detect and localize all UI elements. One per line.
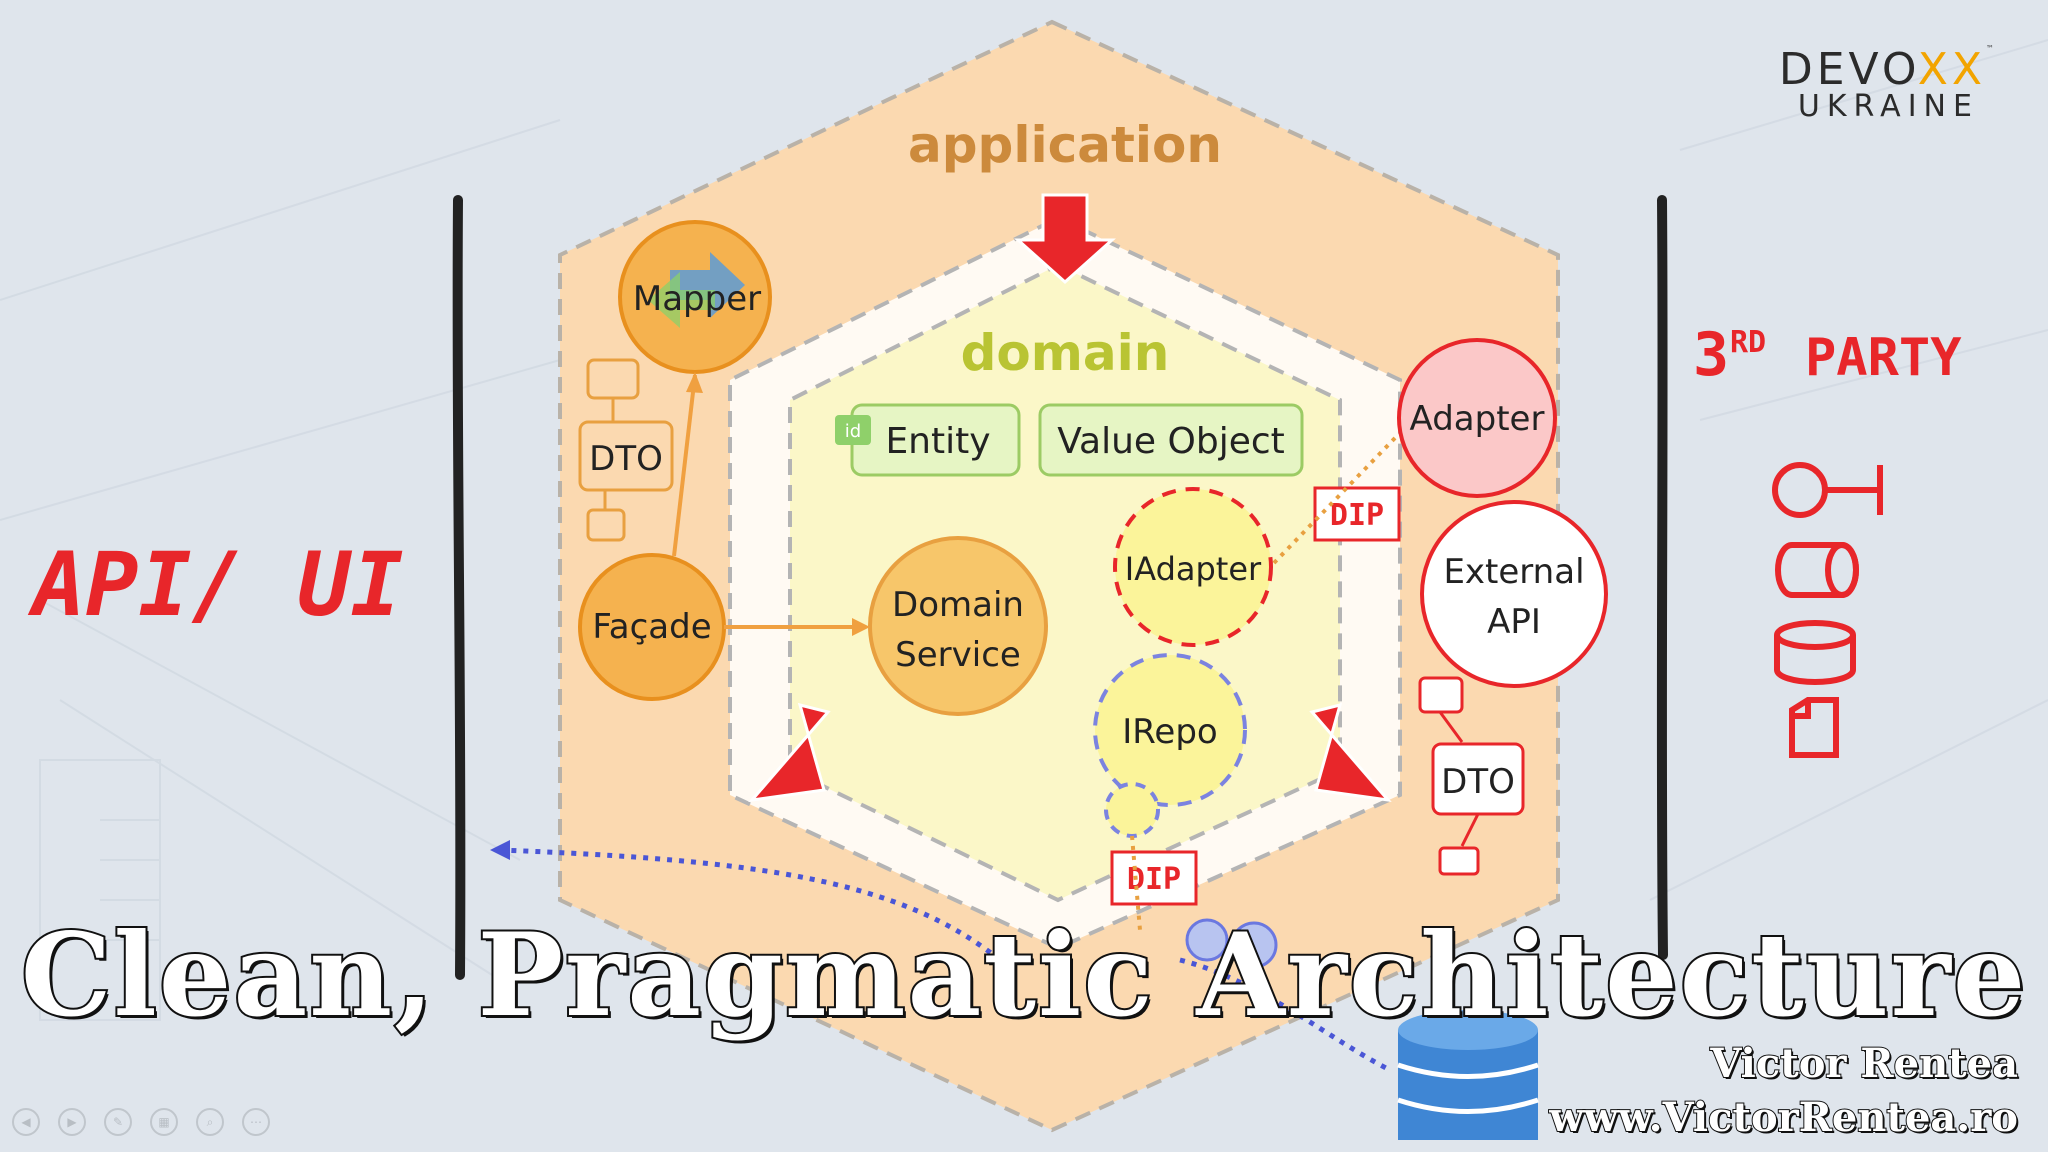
iadapter-node: [1113, 487, 1273, 647]
pen-icon[interactable]: ✎: [104, 1108, 132, 1136]
domain-service-label-2: Service: [895, 635, 1021, 675]
right-boundary-line: [1656, 195, 1668, 960]
db-dotted-line: [1179, 957, 1392, 1073]
domain-service-label-1: Domain: [892, 585, 1024, 625]
database-icon: [1397, 1010, 1539, 1140]
dto-left-small-top: [586, 358, 640, 400]
irepo-label: IRepo: [1122, 712, 1217, 752]
dto-left-label: DTO: [589, 439, 663, 479]
adapter-label: Adapter: [1410, 399, 1545, 439]
author-name: Victor Rentea: [1709, 1039, 2019, 1088]
dto-right-label: DTO: [1441, 762, 1515, 802]
file-icon: [1789, 697, 1839, 758]
interface-icon: [1772, 462, 1883, 518]
dip-top-label: DIP: [1330, 498, 1384, 533]
dto-right-connector-top: [1438, 711, 1464, 743]
application-label: application: [908, 116, 1222, 174]
logo-devo: DEVO: [1778, 44, 1918, 95]
blueprint-background: [0, 39, 2048, 1021]
api-ui-label: API/ UI: [28, 533, 404, 636]
dip-bottom-box: [1110, 850, 1198, 906]
logo-ukraine: UKRAINE: [1797, 89, 1979, 124]
db-icon: [1774, 620, 1856, 685]
queue-icon: [1775, 542, 1859, 598]
video-title: Clean, Pragmatic Architecture: [19, 906, 2028, 1044]
dto-right-connector-bottom: [1460, 813, 1480, 847]
dto-right-small-bottom: [1438, 846, 1480, 876]
value-object-label: Value Object: [1057, 421, 1285, 462]
top-inward-arrow: [1014, 193, 1116, 285]
third-party-word: PARTY: [1805, 328, 1962, 388]
facade-to-mapper-arrow: [672, 374, 697, 557]
next-icon[interactable]: ▶: [58, 1108, 86, 1136]
external-api-node: [1420, 500, 1608, 688]
more-icon[interactable]: ⋯: [242, 1108, 270, 1136]
external-api-label-2: API: [1487, 602, 1541, 642]
prev-icon[interactable]: ◀: [12, 1108, 40, 1136]
cloud-blob-2: [1230, 921, 1278, 969]
devoxx-ukraine-logo: DEVOXX™ UKRAINE: [1779, 44, 1998, 124]
third-party-sup: RD: [1730, 325, 1766, 360]
facade-to-service-arrowhead: [852, 618, 870, 636]
facade-label: Façade: [592, 607, 711, 647]
bottom-left-inward-arrow: [748, 702, 831, 803]
dto-right-small-top: [1418, 676, 1464, 714]
facade-to-mapper-arrowhead: [686, 372, 703, 393]
mapper-arrows-icon: [670, 252, 745, 318]
dto-left-box: [578, 420, 674, 492]
value-object-box: [1038, 403, 1304, 477]
dto-left-small-bottom: [586, 508, 626, 542]
left-boundary-line: [452, 195, 466, 980]
slideshow-toolbar: ◀ ▶ ✎ ▦ ⌕ ⋯: [12, 1108, 270, 1136]
author-website[interactable]: www.VictorRentea.ro: [1548, 1093, 2019, 1142]
adapter-node: [1397, 338, 1557, 498]
slides-icon[interactable]: ▦: [150, 1108, 178, 1136]
cloud-blob-1: [1185, 918, 1229, 962]
iadapter-label: IAdapter: [1125, 550, 1262, 588]
entity-id-text: id: [845, 421, 861, 442]
zoom-icon[interactable]: ⌕: [196, 1108, 224, 1136]
third-party-num: 3: [1693, 320, 1729, 390]
mapper-label: Mapper: [633, 279, 761, 319]
mapper-arrows-back-icon: [648, 272, 715, 328]
irepo-small-node: [1104, 782, 1160, 838]
logo-xx: XX: [1917, 44, 1986, 95]
bottom-right-inward-arrow: [1309, 702, 1392, 803]
domain-label: domain: [961, 324, 1170, 382]
entity-id-badge: [835, 415, 871, 445]
dip-top-box: [1313, 486, 1401, 542]
api-dotted-arrow: [499, 847, 1002, 962]
irepo-node: [1093, 653, 1247, 807]
domain-service-node: [868, 536, 1048, 716]
logo-trademark: ™: [1986, 44, 1998, 53]
external-api-label-1: External: [1443, 552, 1584, 592]
api-dotted-arrowhead: [490, 840, 510, 860]
entity-label: Entity: [885, 421, 990, 462]
dto-left-connector: [603, 398, 615, 510]
